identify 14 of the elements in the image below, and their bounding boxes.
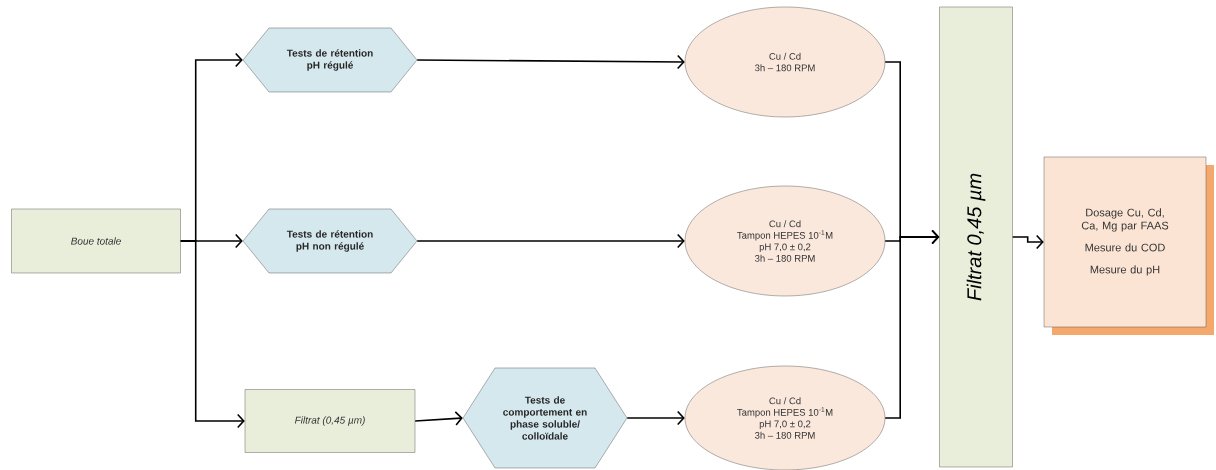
test-hexagon: Tests de rétention pH non régulé xyxy=(242,208,418,274)
filtrate-box: Filtrat (0,45 µm) xyxy=(244,389,416,453)
arrow xyxy=(1011,234,1044,250)
arrow xyxy=(884,229,940,419)
arrow xyxy=(179,240,245,429)
arrow xyxy=(414,411,463,426)
arrow xyxy=(416,233,685,249)
test-hexagon: Tests de rétention pH régulé xyxy=(242,27,418,93)
arrow xyxy=(416,54,685,70)
filtration-bar: Filtrat 0,45 µm xyxy=(939,6,1013,468)
arrow xyxy=(626,410,685,426)
test-hexagon: Tests de comportement en phase soluble/ colloïdale xyxy=(462,367,628,469)
result-box: Dosage Cu, Cd, Ca, Mg par FAAS Mesure du COD Mesure du pH xyxy=(1043,156,1214,335)
sample-box: Boue totale xyxy=(11,208,181,274)
